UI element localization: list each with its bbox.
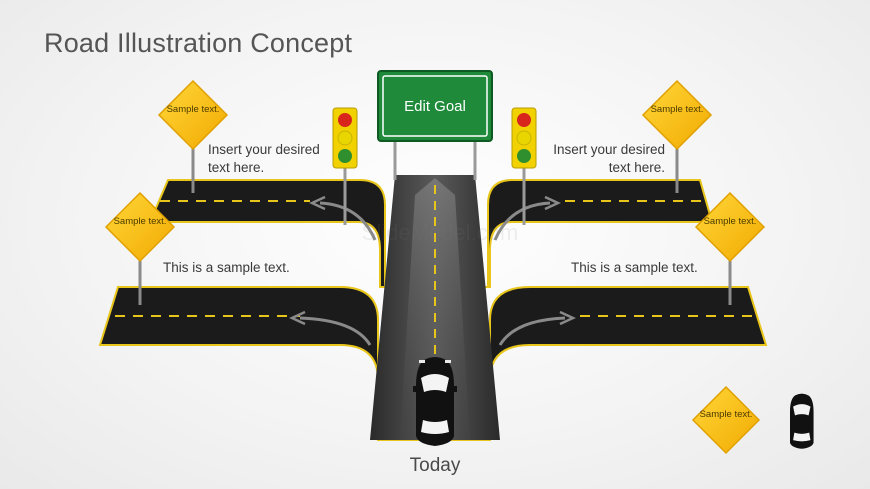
- car-legend-icon: [790, 393, 814, 449]
- car-icon: [413, 357, 457, 446]
- watermark: SlideModel.com: [361, 220, 519, 245]
- text-upper-right: Insert your desired text here.: [553, 142, 665, 175]
- sign-top-left-label: Sample text.: [166, 104, 220, 115]
- text-lower-right: This is a sample text.: [571, 260, 698, 275]
- sign-legend-label: Sample text.: [699, 409, 753, 420]
- sign-legend: [691, 385, 761, 455]
- page-title: Road Illustration Concept: [44, 28, 353, 58]
- sign-mid-left: [104, 191, 176, 305]
- sign-top-right: [641, 79, 713, 193]
- traffic-light-right: [511, 107, 537, 225]
- text-lower-left: This is a sample text.: [163, 260, 290, 275]
- traffic-light-left: [332, 107, 358, 225]
- sign-mid-right: [694, 191, 766, 305]
- text-upper-left: Insert your desired text here.: [208, 142, 320, 175]
- goal-sign-label[interactable]: Edit Goal: [404, 97, 466, 115]
- goal-sign: [377, 70, 493, 180]
- sign-top-right-label: Sample text.: [650, 104, 704, 115]
- sign-mid-right-label: Sample text.: [703, 216, 757, 227]
- sign-mid-left-label: Sample text.: [113, 216, 167, 227]
- today-label: Today: [409, 455, 461, 476]
- sign-top-left: [157, 79, 229, 193]
- lower-road: [98, 286, 768, 441]
- turn-arrows: [289, 195, 576, 346]
